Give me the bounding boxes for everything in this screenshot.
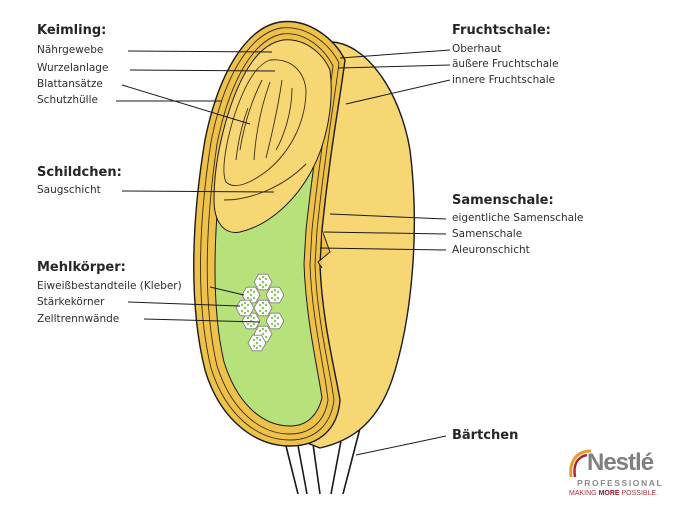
starch-grain-dot — [261, 311, 265, 315]
nestle-professional-logo: Nestlé PROFESSIONAL MAKING MORE POSSIBLE… — [565, 445, 685, 505]
starch-grain-dot — [270, 290, 274, 294]
nestle-swoosh-icon — [569, 449, 592, 478]
starch-grain-dot — [261, 327, 265, 331]
starch-grain-dot — [258, 283, 262, 287]
starch-grain-dot — [261, 275, 265, 279]
starch-grain-dot — [273, 293, 277, 297]
label-eiweiss: Eiweißbestandteile (Kleber) — [37, 280, 182, 292]
starch-grain-dot — [243, 306, 247, 310]
label-samenschale: Samenschale — [452, 228, 523, 240]
label-wurzelanlage: Wurzelanlage — [37, 62, 109, 74]
label-eigentliche-samenschale: eigentliche Samenschale — [452, 212, 584, 224]
starch-grain-dot — [273, 298, 277, 302]
starch-grain-dot — [255, 346, 259, 350]
starch-grain-dot — [258, 329, 262, 333]
starch-grain-dot — [273, 319, 277, 323]
starch-grain-dot — [243, 301, 247, 305]
samenschale-heading: Samenschale: — [452, 193, 554, 208]
keimling-heading: Keimling: — [37, 23, 107, 38]
starch-grain-dot — [249, 324, 253, 328]
label-blattansaetze: Blattansätze — [37, 78, 103, 90]
starch-grain-dot — [270, 316, 274, 320]
starch-grain-dot — [261, 306, 265, 310]
starch-grain-dot — [252, 290, 256, 294]
starch-grain-dot — [246, 303, 250, 307]
label-staerkekoerner: Stärkekörner — [37, 296, 105, 308]
starch-grain-dot — [261, 301, 265, 305]
starch-grain-dot — [264, 329, 268, 333]
starch-grain-dot — [264, 309, 268, 313]
starch-grain-dot — [249, 293, 253, 297]
starch-grain-dot — [276, 316, 280, 320]
starch-grain-dot — [252, 316, 256, 320]
starch-grain-dot — [273, 324, 277, 328]
logo-brand: Nestlé — [587, 449, 654, 476]
label-oberhaut: Oberhaut — [452, 43, 502, 55]
starch-grain-dot — [240, 309, 244, 313]
starch-cells — [235, 273, 285, 352]
starch-grain-dot — [273, 314, 277, 318]
tagline-pre: MAKING — [569, 490, 599, 497]
starch-grain-dot — [273, 288, 277, 292]
starch-grain-dot — [249, 288, 253, 292]
starch-grain-dot — [246, 316, 250, 320]
starch-grain-dot — [264, 283, 268, 287]
label-naehrgewebe: Nährgewebe — [37, 44, 104, 56]
starch-grain-dot — [255, 341, 259, 345]
starch-grain-dot — [246, 322, 250, 326]
label-aleuronschicht: Aleuronschicht — [452, 244, 530, 256]
label-aeussere-fruchtschale: äußere Fruchtschale — [452, 58, 559, 70]
starch-grain-dot — [246, 296, 250, 300]
starch-grain-dot — [264, 303, 268, 307]
starch-grain-dot — [258, 338, 262, 342]
starch-grain-dot — [261, 332, 265, 336]
starch-grain-dot — [252, 344, 256, 348]
label-zelltrennwaende: Zelltrennwände — [37, 313, 120, 325]
starch-grain-dot — [252, 296, 256, 300]
tagline-post: POSSIBLE. — [619, 490, 659, 497]
starch-grain-dot — [276, 322, 280, 326]
starch-grain-dot — [246, 309, 250, 313]
baertchen-heading: Bärtchen — [452, 428, 519, 443]
leader-lines — [116, 49, 451, 456]
starch-grain-dot — [261, 280, 265, 284]
label-saugschicht: Saugschicht — [37, 184, 101, 196]
label-innere-fruchtschale: innere Fruchtschale — [452, 74, 556, 86]
logo-tagline: MAKING MORE POSSIBLE. — [569, 490, 658, 497]
starch-grain-dot — [240, 303, 244, 307]
starch-grain-dot — [264, 335, 268, 339]
starch-grain-dot — [270, 322, 274, 326]
germ-details — [223, 59, 307, 201]
starch-grain-dot — [258, 309, 262, 313]
starch-grain-dot — [249, 298, 253, 302]
starch-grain-dot — [276, 290, 280, 294]
mehlkoerper-heading: Mehlkörper: — [37, 260, 126, 275]
starch-grain-dot — [276, 296, 280, 300]
starch-grain-dot — [249, 314, 253, 318]
logo-sub: PROFESSIONAL — [577, 478, 664, 488]
starch-grain-dot — [258, 344, 262, 348]
starch-grain-dot — [258, 277, 262, 281]
tagline-bold: MORE — [598, 490, 620, 497]
starch-grain-dot — [252, 322, 256, 326]
starch-grain-dot — [255, 336, 259, 340]
starch-grain-dot — [261, 285, 265, 289]
starch-grain-dot — [252, 338, 256, 342]
starch-grain-dot — [270, 296, 274, 300]
starch-grain-dot — [264, 277, 268, 281]
starch-grain-dot — [258, 303, 262, 307]
starch-grain-dot — [243, 311, 247, 315]
label-schutzhuelle: Schutzhülle — [37, 94, 98, 106]
fruchtschale-heading: Fruchtschale: — [452, 23, 551, 38]
schildchen-heading: Schildchen: — [37, 165, 122, 180]
starch-grain-dot — [246, 290, 250, 294]
